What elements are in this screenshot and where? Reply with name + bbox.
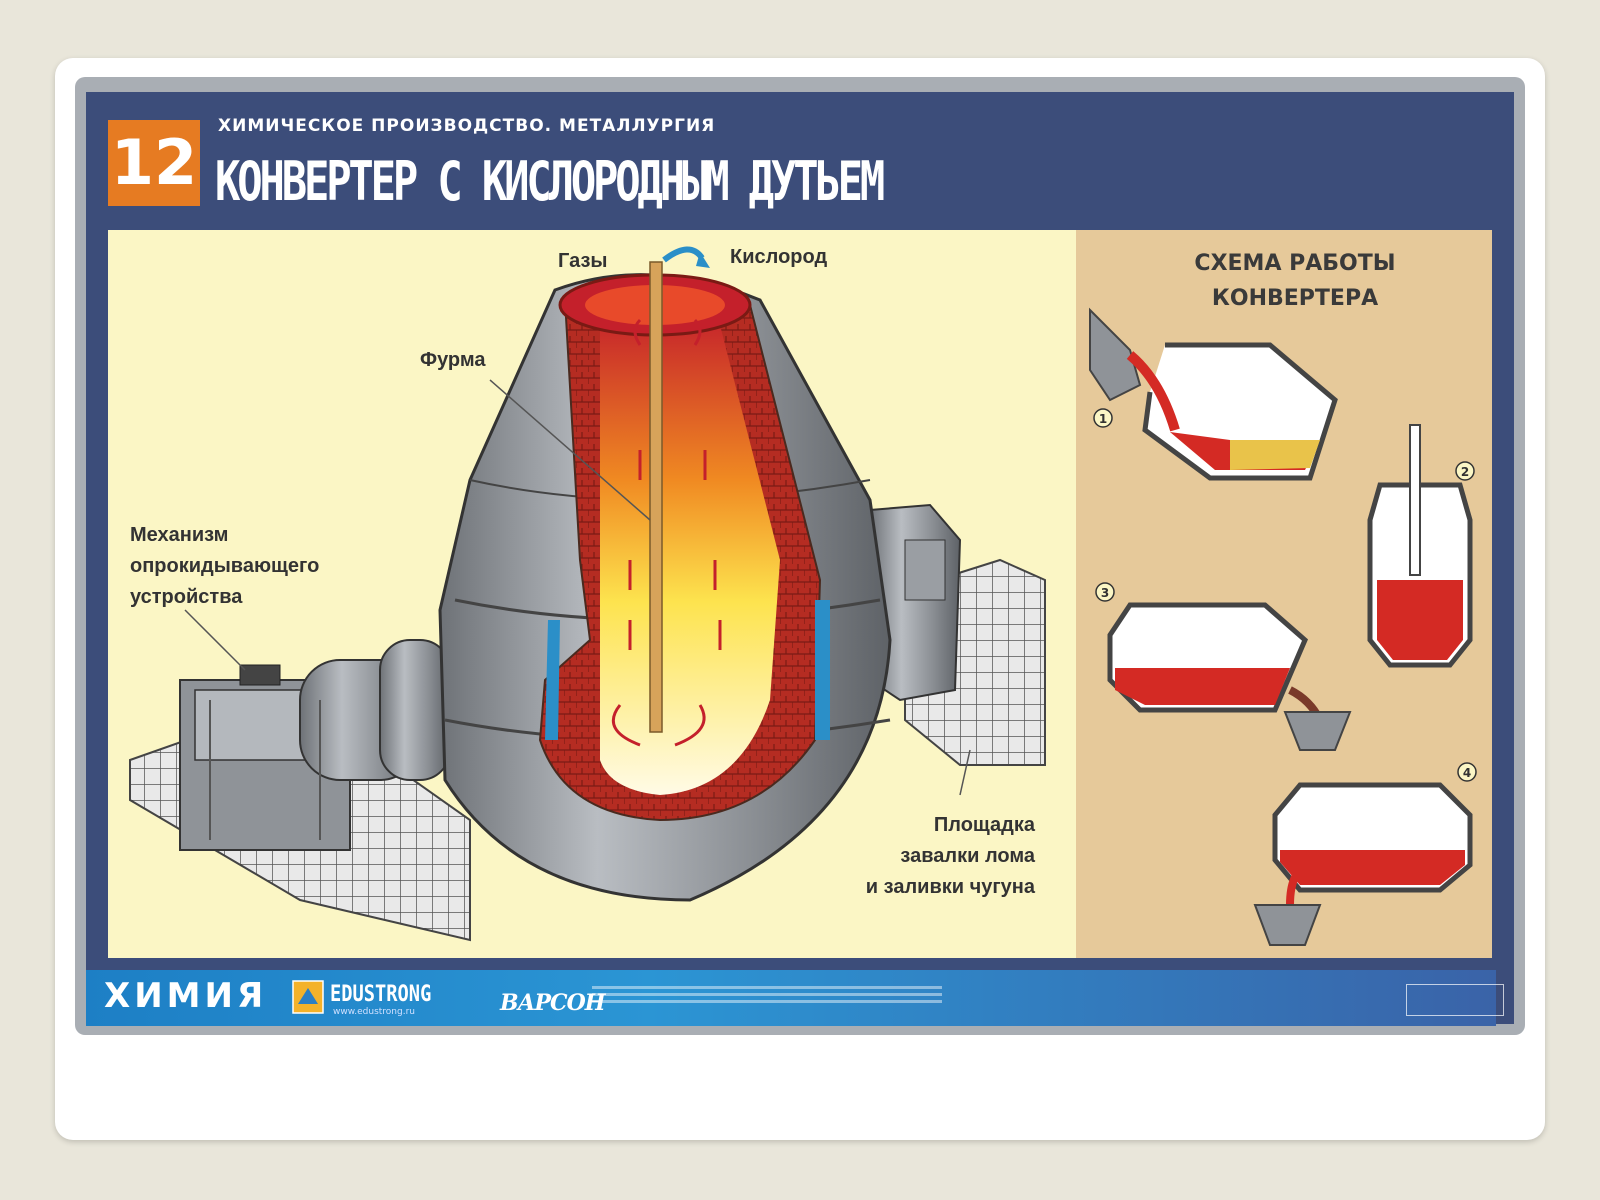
scheme-title-line-2: КОНВЕРТЕРА: [1211, 286, 1379, 311]
label-mechanism-line-2: опрокидывающего: [130, 555, 320, 577]
edustrong-logo-icon: [292, 980, 324, 1014]
label-oxygen: Кислород: [730, 246, 828, 268]
scheme-step-3: 3: [1095, 582, 1352, 751]
scheme-step-1: 1: [1089, 307, 1338, 481]
scheme-step-4: 4: [1253, 762, 1477, 946]
converter-vessel: [438, 273, 892, 902]
footer-url: www.edustrong.ru: [333, 1007, 415, 1017]
footer-publisher: ВАРСОН: [500, 990, 606, 1016]
right-trunnion: [869, 503, 962, 702]
poster-number: 12: [108, 120, 200, 206]
label-mechanism-line-1: Механизм: [130, 524, 229, 546]
footer-right-logo-icon: [1406, 984, 1504, 1016]
footer-brand: EDUSTRONG: [330, 982, 432, 1007]
poster-title: КОНВЕРТЕР С КИСЛОРОДНЫМ ДУТЬЕМ: [215, 150, 885, 213]
scheme-step-2-number: 2: [1461, 465, 1469, 479]
label-platform: Площадка завалки лома и заливки чугуна: [835, 810, 1035, 903]
scheme-step-4-number: 4: [1463, 766, 1471, 780]
label-mechanism-line-3: устройства: [130, 586, 243, 608]
label-lance: Фурма: [420, 349, 486, 371]
scheme-title-line-1: СХЕМА РАБОТЫ: [1194, 251, 1396, 276]
footer-fine-print: [592, 986, 942, 1014]
label-platform-line-2: завалки лома: [900, 845, 1035, 867]
scheme-step-1-number: 1: [1099, 412, 1107, 426]
footer-subject: ХИМИЯ: [104, 976, 268, 1016]
label-platform-line-3: и заливки чугуна: [865, 876, 1035, 898]
scheme-step-2: 2: [1367, 424, 1475, 668]
poster-subtitle: ХИМИЧЕСКОЕ ПРОИЗВОДСТВО. МЕТАЛЛУРГИЯ: [218, 116, 716, 136]
label-gases: Газы: [558, 250, 608, 272]
label-mechanism: Механизм опрокидывающего устройства: [130, 520, 319, 613]
label-platform-line-1: Площадка: [933, 814, 1035, 836]
tilting-mechanism: [179, 639, 451, 851]
scheme-step-3-number: 3: [1101, 586, 1109, 600]
oxygen-lance: [649, 246, 710, 733]
leader-lines: [184, 379, 971, 796]
gas-flow-arrows: [611, 318, 722, 747]
scheme-title: СХЕМА РАБОТЫ КОНВЕРТЕРА: [1170, 246, 1420, 316]
